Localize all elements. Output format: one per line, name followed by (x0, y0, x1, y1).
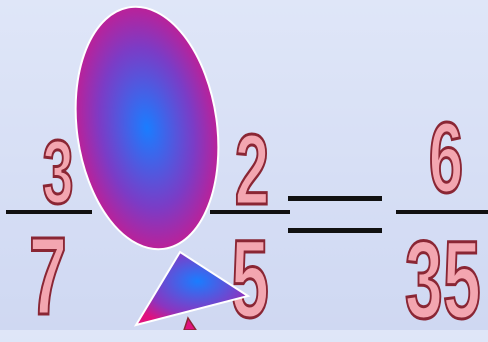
decorative-shapes (74, 5, 251, 330)
slide: 3 7 2 5 6 35 (6, 5, 488, 338)
fraction2-numerator: 2 (234, 114, 270, 226)
oval-shape (74, 5, 220, 251)
result-numerator: 6 (428, 102, 464, 214)
fraction1-numerator: 3 (42, 123, 75, 223)
result-bar (396, 210, 488, 214)
equals-sign-top (288, 196, 382, 201)
result-denominator: 35 (404, 219, 482, 342)
fraction2-bar (210, 210, 290, 214)
partial-shape (183, 316, 197, 330)
triangle-shape (133, 250, 251, 327)
equals-sign-bottom (288, 228, 382, 233)
fraction1-bar (6, 210, 92, 214)
fraction1-denominator: 7 (28, 215, 68, 338)
fraction2-denominator: 5 (230, 218, 270, 341)
